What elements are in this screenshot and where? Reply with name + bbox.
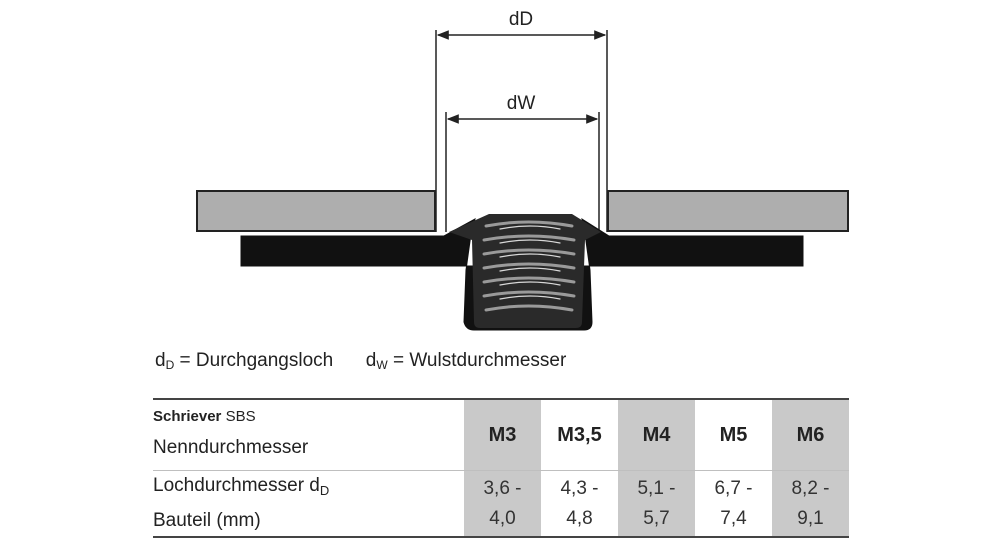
- value-top: 8,2 -: [791, 477, 830, 499]
- legend-dw-text: = Wulstdurchmesser: [392, 350, 567, 371]
- value-cell-m3: 3,6 - 4,0: [464, 470, 541, 537]
- thread-pattern: [482, 220, 576, 312]
- table-header-row: Schriever SBS Nenndurchmesser M3 M3,5 M4…: [153, 399, 849, 471]
- value-bottom: 4,0: [489, 507, 516, 529]
- specification-table: Schriever SBS Nenndurchmesser M3 M3,5 M4…: [153, 398, 849, 538]
- row-label-cell: Lochdurchmesser dD Bauteil (mm): [153, 471, 464, 538]
- value-cell-m6: 8,2 - 9,1: [772, 470, 849, 537]
- size-cell-m3-5: M3,5: [541, 399, 618, 471]
- legend: dD = Durchgangsloch dW = Wulstdurchmesse…: [155, 350, 566, 372]
- size-cell-m3: M3: [464, 399, 541, 471]
- size-cell-m6: M6: [772, 399, 849, 471]
- legend-dd-sub: D: [165, 358, 175, 372]
- rivet-nut-body: [449, 214, 601, 328]
- thread-highlights: [499, 225, 561, 300]
- nominal-diameter-label: Nenndurchmesser: [153, 437, 309, 458]
- value-top: 5,1 -: [637, 477, 676, 499]
- row-label-sub: D: [319, 483, 330, 498]
- top-plate-right: [607, 190, 849, 232]
- header-label-cell: Schriever SBS Nenndurchmesser: [153, 399, 464, 471]
- brand-label: Schriever SBS: [153, 407, 464, 427]
- brand-regular: SBS: [225, 408, 256, 425]
- value-bottom: 5,7: [643, 507, 670, 529]
- value-bottom: 4,8: [566, 507, 593, 529]
- size-cell-m5: M5: [695, 399, 772, 471]
- top-plate-left: [196, 190, 436, 232]
- legend-dd-symbol: d: [155, 350, 166, 371]
- dim-label-dd: dD: [509, 9, 533, 30]
- legend-dw-symbol: d: [365, 350, 377, 371]
- value-top: 4,3 -: [560, 477, 599, 499]
- value-cell-m3-5: 4,3 - 4,8: [541, 470, 618, 537]
- legend-dd-text: = Durchgangsloch: [179, 350, 334, 371]
- dim-label-dw: dW: [507, 93, 536, 114]
- row-label-line1: Lochdurchmesser d: [153, 475, 320, 496]
- size-cell-m4: M4: [618, 399, 695, 471]
- value-cell-m4: 5,1 - 5,7: [618, 470, 695, 537]
- row-label-line2: Bauteil (mm): [153, 510, 261, 531]
- value-cell-m5: 6,7 - 7,4: [695, 470, 772, 537]
- value-bottom: 9,1: [797, 507, 824, 529]
- value-bottom: 7,4: [720, 507, 747, 529]
- table-row-hole-diameter: Lochdurchmesser dD Bauteil (mm) 3,6 - 4,0…: [153, 470, 849, 538]
- rivet-nut-cross-section-diagram: dD dW: [196, 9, 849, 331]
- brand-bold: Schriever: [153, 408, 222, 425]
- value-top: 6,7 -: [714, 477, 753, 499]
- legend-dw-sub: W: [376, 358, 388, 372]
- value-top: 3,6 -: [483, 477, 522, 499]
